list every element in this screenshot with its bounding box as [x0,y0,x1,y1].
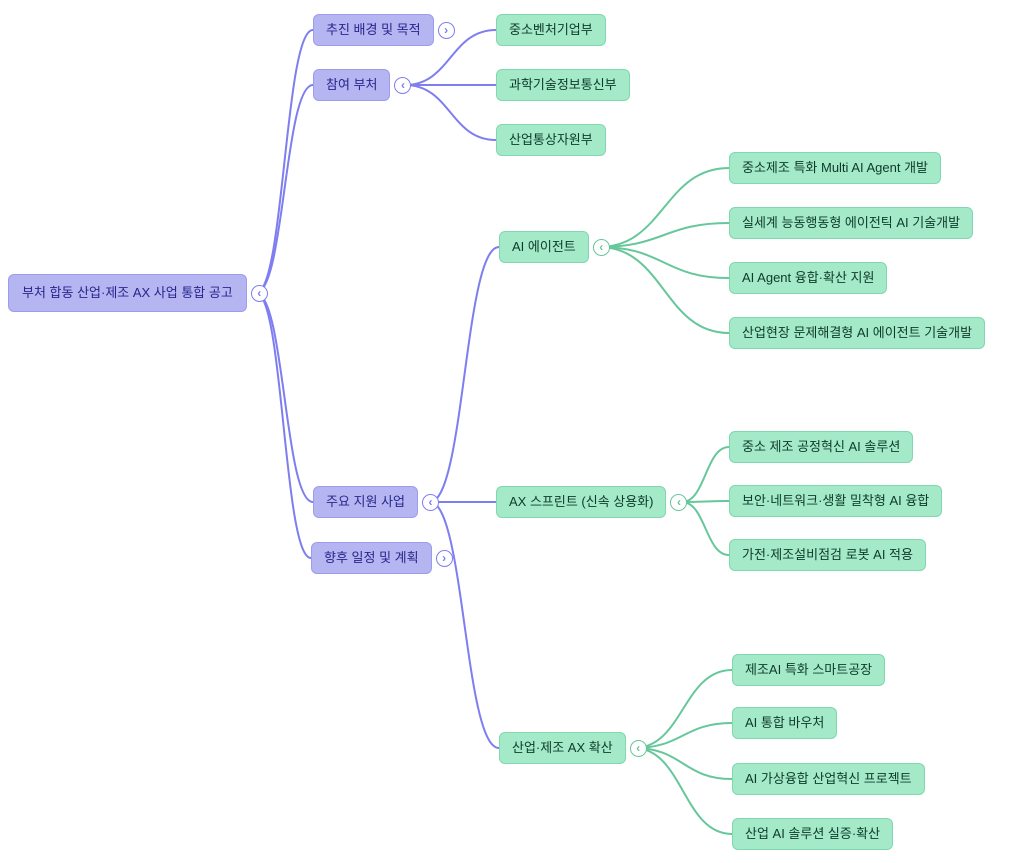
node-ax-expansion[interactable]: 산업·제조 AX 확산 ‹ [499,732,647,765]
node-sprint-robot-ai[interactable]: 가전·제조설비점검 로봇 AI 적용 [729,539,926,572]
node-ministry-motie[interactable]: 산업통상자원부 [496,124,606,157]
node-programs-box[interactable]: 주요 지원 사업 [313,486,418,519]
node-ax-sprint[interactable]: AX 스프린트 (신속 상용화) ‹ [496,486,688,519]
node-sprint-security-box[interactable]: 보안·네트워크·생활 밀착형 AI 융합 [729,485,943,518]
chevron-left-icon[interactable]: ‹ [629,739,647,757]
node-main-support-programs[interactable]: 주요 지원 사업 ‹ [313,486,439,519]
node-exp-xr-box[interactable]: AI 가상융합 산업혁신 프로젝트 [732,763,925,796]
chevron-left-icon[interactable]: ‹ [592,238,610,256]
node-mss-box[interactable]: 중소벤처기업부 [496,14,606,47]
chevron-left-icon[interactable]: ‹ [670,493,688,511]
node-ministry-smes[interactable]: 중소벤처기업부 [496,14,606,47]
chevron-left-icon[interactable]: ‹ [394,76,412,94]
link-programs-to-ax-expansion [429,501,500,749]
node-sprint-security-network[interactable]: 보안·네트워크·생활 밀착형 AI 융합 [729,485,943,518]
chevron-left-icon[interactable]: ‹ [250,284,268,302]
node-sprint-process-innovation[interactable]: 중소 제조 공정혁신 AI 솔루션 [729,431,914,464]
link-root-to-background [255,29,314,294]
chevron-right-icon[interactable]: › [437,21,455,39]
node-ministry-msit[interactable]: 과학기술정보통신부 [496,69,630,102]
link-root-to-ministries [255,84,314,294]
node-agent-fusion-support[interactable]: AI Agent 융합·확산 지원 [729,262,888,295]
node-background-purpose[interactable]: 추진 배경 및 목적 › [313,14,455,47]
node-background-box[interactable]: 추진 배경 및 목적 [313,14,434,47]
node-ai-agent[interactable]: AI 에이전트 ‹ [499,231,610,264]
node-agent-fusion-box[interactable]: AI Agent 융합·확산 지원 [729,262,888,295]
node-sprint-robot-box[interactable]: 가전·제조설비점검 로봇 AI 적용 [729,539,926,572]
link-root-to-schedule [255,292,312,559]
node-exp-smart-factory[interactable]: 제조AI 특화 스마트공장 [732,654,886,687]
node-ax-expansion-box[interactable]: 산업·제조 AX 확산 [499,732,626,765]
node-motie-box[interactable]: 산업통상자원부 [496,124,606,157]
link-root-to-programs [255,292,314,503]
link-ministries-to-motie [404,84,497,141]
node-ministries-box[interactable]: 참여 부처 [313,69,391,102]
link-ministries-to-mss [404,29,497,86]
node-participating-ministries[interactable]: 참여 부처 ‹ [313,69,412,102]
link-ax-expansion-to-proof [633,747,733,835]
link-ax-sprint-to-sprint-security [681,500,730,503]
link-ai-agent-to-agent-fusion [598,246,730,279]
node-agent-realworld-box[interactable]: 실세계 능동행동형 에이전틱 AI 기술개발 [729,207,974,240]
node-agent-field-box[interactable]: 산업현장 문제해결형 AI 에이전트 기술개발 [729,317,986,350]
node-exp-ai-voucher[interactable]: AI 통합 바우처 [732,707,838,740]
node-exp-smart-factory-box[interactable]: 제조AI 특화 스마트공장 [732,654,886,687]
chevron-right-icon[interactable]: › [435,549,453,567]
node-schedule-box[interactable]: 향후 일정 및 계획 [311,542,432,575]
node-agent-multi-ai-agent[interactable]: 중소제조 특화 Multi AI Agent 개발 [729,152,942,185]
link-ax-expansion-to-voucher [633,722,733,749]
node-msit-box[interactable]: 과학기술정보통신부 [496,69,630,102]
node-ai-agent-box[interactable]: AI 에이전트 [499,231,589,264]
node-root-box[interactable]: 부처 합동 산업·제조 AX 사업 통합 공고 [8,274,247,313]
link-programs-to-ai-agent [429,246,500,503]
node-exp-xr-industry-project[interactable]: AI 가상융합 산업혁신 프로젝트 [732,763,925,796]
node-ax-sprint-box[interactable]: AX 스프린트 (신속 상용화) [496,486,667,519]
link-ax-expansion-to-xr [633,747,733,780]
link-ax-expansion-to-smart-factory [633,669,733,749]
node-exp-proof-box[interactable]: 산업 AI 솔루션 실증·확산 [732,818,894,851]
node-agent-multi-box[interactable]: 중소제조 특화 Multi AI Agent 개발 [729,152,942,185]
node-exp-solution-proof[interactable]: 산업 AI 솔루션 실증·확산 [732,818,894,851]
node-agent-field-problem-solving[interactable]: 산업현장 문제해결형 AI 에이전트 기술개발 [729,317,986,350]
node-agent-realworld-agentic[interactable]: 실세계 능동행동형 에이전틱 AI 기술개발 [729,207,974,240]
node-future-schedule[interactable]: 향후 일정 및 계획 › [311,542,453,575]
link-ai-agent-to-agent-realworld [598,222,730,248]
node-exp-voucher-box[interactable]: AI 통합 바우처 [732,707,838,740]
node-root[interactable]: 부처 합동 산업·제조 AX 사업 통합 공고 ‹ [8,274,268,313]
node-sprint-process-box[interactable]: 중소 제조 공정혁신 AI 솔루션 [729,431,914,464]
link-ax-sprint-to-sprint-process [681,446,730,503]
link-ai-agent-to-agent-multi [598,167,730,248]
chevron-left-icon[interactable]: ‹ [421,493,439,511]
link-ax-sprint-to-sprint-robot [681,501,730,556]
link-ai-agent-to-agent-field [598,246,730,334]
